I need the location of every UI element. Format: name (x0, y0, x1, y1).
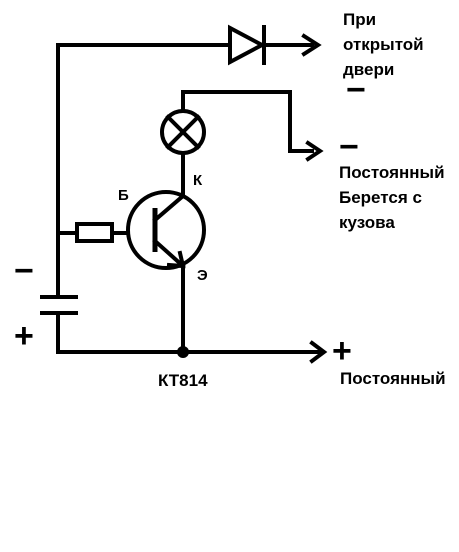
constant-plus-label: Постоянный (340, 369, 446, 388)
emitter-wire (177, 264, 189, 358)
left-rail-wire (56, 43, 322, 354)
constant-minus-line3: кузова (339, 213, 395, 232)
collector-wire (181, 90, 314, 198)
lamp (160, 109, 206, 155)
battery-plus-sign: + (14, 317, 34, 355)
base-label: Б (118, 187, 129, 204)
constant-minus-arrow-icon (305, 140, 324, 162)
door-label-line1: При (343, 10, 376, 29)
transistor-part-label: КТ814 (158, 371, 208, 390)
constant-minus-sign: − (339, 128, 359, 166)
constant-minus-line2: Берется с (339, 188, 422, 207)
collector-label: К (193, 172, 203, 189)
door-minus-sign: − (346, 71, 366, 109)
door-label-line3: двери (343, 60, 394, 79)
constant-plus-arrow-icon (309, 340, 328, 364)
battery-minus-sign: − (14, 252, 34, 290)
transistor (126, 190, 206, 270)
battery (40, 295, 78, 315)
constant-minus-line1: Постоянный (339, 163, 445, 182)
door-output-arrow-icon (301, 33, 322, 57)
emitter-label: Э (197, 267, 208, 284)
door-label-line2: открытой (343, 35, 424, 54)
diode (228, 24, 314, 66)
constant-plus-sign: + (332, 332, 352, 370)
